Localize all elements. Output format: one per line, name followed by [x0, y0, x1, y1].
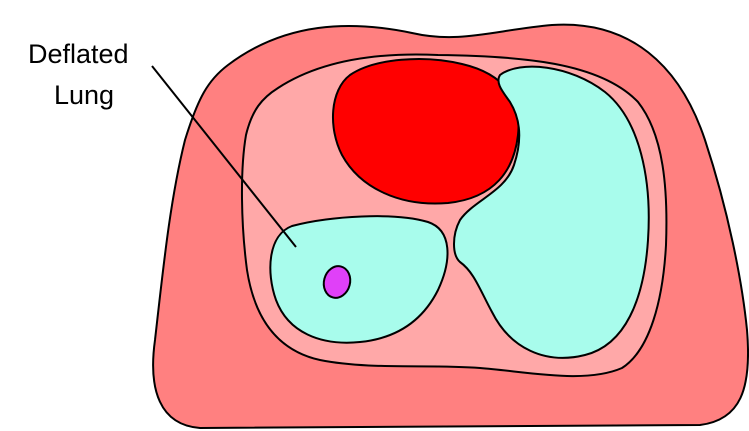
annotation-label-deflated: Deflated — [28, 41, 129, 68]
annotation-label-lung: Lung — [54, 82, 114, 109]
